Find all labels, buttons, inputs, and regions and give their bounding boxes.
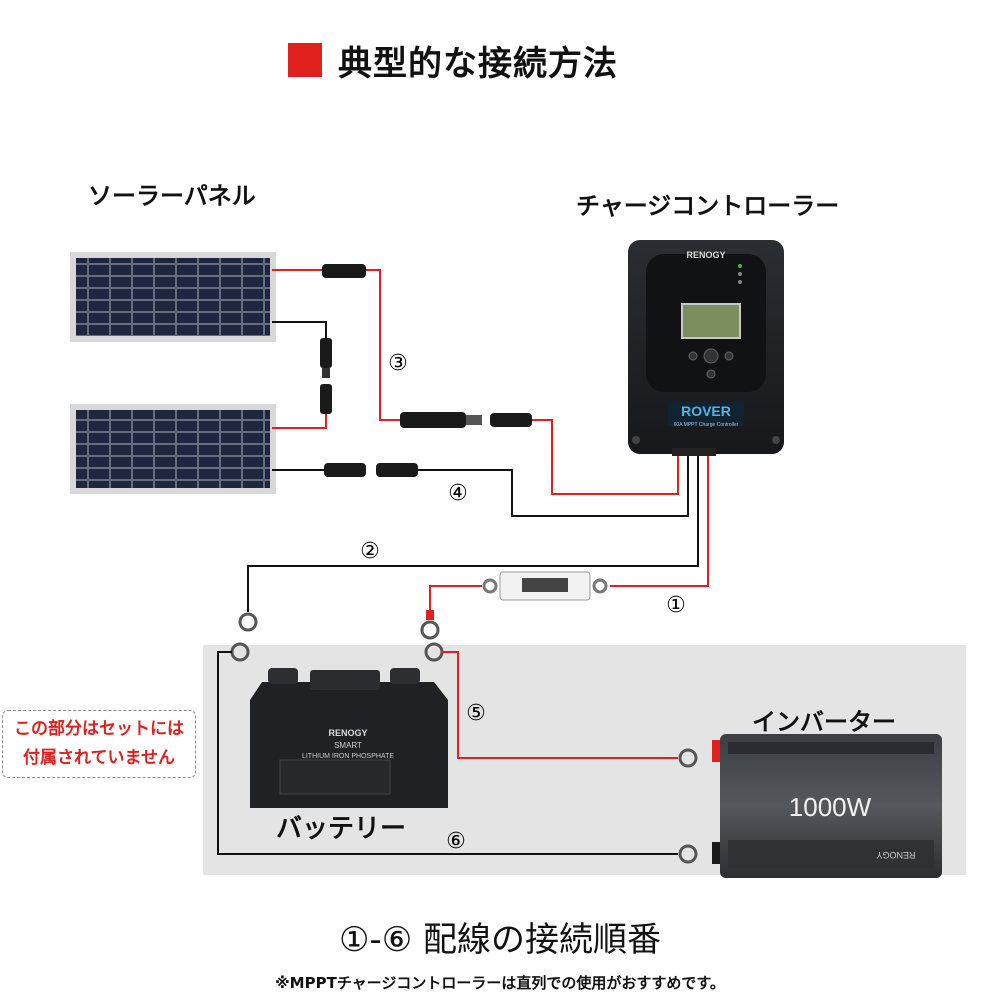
controller-model: ROVER [681, 403, 731, 419]
charge-controller-device [628, 240, 784, 456]
controller-subtitle: 60A MPPT Charge Controller [674, 422, 739, 428]
battery-device [250, 668, 448, 808]
wire-3-pv-positive [272, 264, 679, 495]
wire-number-2: ② [360, 539, 380, 564]
label-charge-controller: チャージコントローラー [576, 192, 840, 220]
wiring-order-title: ①-⑥ 配線の接続順番 [338, 920, 662, 960]
controller-brand: RENOGY [686, 250, 725, 260]
wire-2-battery-negative [238, 452, 699, 632]
note-line-1: この部分はセットには [14, 719, 184, 739]
battery-line-2: LITHIUM IRON PHOSPHATE [302, 753, 394, 760]
label-solar-panel: ソーラーパネル [88, 182, 256, 210]
not-included-note: この部分はセットには 付属されていません [2, 710, 196, 778]
wire-6-inverter-negative [217, 642, 698, 864]
wire-number-6: ⑥ [446, 829, 466, 854]
panel-series-link [272, 321, 332, 429]
wire-number-5: ⑤ [466, 701, 486, 726]
label-inverter: インバーター [752, 708, 896, 736]
wire-number-3: ③ [388, 351, 408, 376]
inverter-wattage: 1000W [789, 792, 872, 822]
label-battery: バッテリー [276, 814, 407, 844]
solar-panel-top [70, 252, 276, 342]
solar-panel-bottom [70, 404, 276, 494]
inverter-device [712, 734, 942, 878]
wire-4-pv-negative [272, 452, 689, 517]
inverter-brand: RENOGY [876, 850, 915, 860]
page-title: 典型的な接続方法 [288, 38, 618, 84]
battery-brand: RENOGY [328, 728, 367, 738]
title-marker-square [288, 43, 322, 77]
note-line-2: 付属されていません [23, 748, 175, 768]
page-title-text: 典型的な接続方法 [338, 43, 618, 84]
footer-note: ※MPPTチャージコントローラーは直列での使用がおすすめです。 [275, 974, 725, 992]
wire-1-battery-positive [420, 452, 709, 640]
wire-5-inverter-positive [424, 642, 698, 768]
wire-number-1: ① [666, 593, 686, 618]
battery-line-1: SMART [334, 741, 362, 750]
wire-number-4: ④ [448, 481, 468, 506]
